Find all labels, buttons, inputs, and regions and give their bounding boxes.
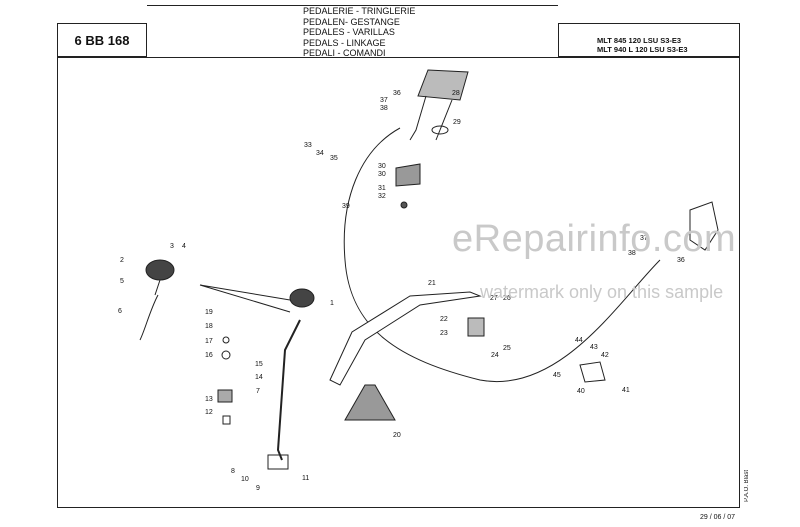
callout-4: 4: [182, 243, 186, 250]
model-block: MLT 845 120 LSU S3-E3 MLT 940 L 120 LSU …: [558, 23, 740, 57]
drawing-frame: [57, 57, 740, 508]
callout-21: 21: [428, 280, 436, 287]
watermark-note: watermark only on this sample: [480, 282, 724, 302]
callout-44: 44: [575, 337, 583, 344]
bracket-part: [689, 201, 719, 251]
callout-14: 14: [255, 374, 263, 381]
callout-22: 22: [440, 316, 448, 323]
model-1: MLT 845 120 LSU S3-E3: [597, 36, 682, 45]
callout-7: 7: [256, 388, 260, 395]
callout-45: 45: [553, 372, 561, 379]
callout-18: 18: [205, 323, 213, 330]
knob-part-2: [289, 288, 315, 308]
title-fr: PEDALERIE - TRINGLERIE: [303, 6, 416, 16]
callout-36: 36: [393, 90, 401, 97]
callout-26: 26: [503, 295, 511, 302]
callout-30b: 30: [378, 171, 386, 178]
callout-29: 29: [453, 119, 461, 126]
callout-13: 13: [205, 396, 213, 403]
title-es: PEDALES - VARILLAS: [303, 27, 395, 37]
pedal-part: [409, 69, 469, 141]
callout-28: 28: [452, 90, 460, 97]
linkage-rod: [329, 291, 482, 386]
title-en: PEDALS - LINKAGE: [303, 37, 386, 48]
callout-42: 42: [601, 352, 609, 359]
callout-30: 30: [378, 163, 386, 170]
callout-35: 35: [330, 155, 338, 162]
callout-32: 32: [378, 193, 386, 200]
knob-part: [145, 259, 175, 281]
callout-23: 23: [440, 330, 448, 337]
callout-24: 24: [491, 352, 499, 359]
small-parts-column: [217, 336, 289, 470]
clip-part: [579, 361, 606, 383]
rubber-boot: [344, 384, 396, 421]
title-it: PEDALI - COMANDI: [303, 48, 386, 58]
page-code: 6 BB 168: [57, 23, 147, 57]
callout-10: 10: [241, 476, 249, 483]
callout-19: 19: [205, 309, 213, 316]
callout-27: 27: [490, 295, 498, 302]
callout-9: 9: [256, 485, 260, 492]
callout-33: 33: [304, 142, 312, 149]
callout-11: 11: [302, 475, 309, 482]
callout-6: 6: [118, 308, 122, 315]
callout-8: 8: [231, 468, 235, 475]
accelerator-cable: [343, 127, 661, 383]
callout-1: 1: [330, 300, 334, 307]
footer-date: 29 / 06 / 07: [700, 514, 736, 521]
callout-36b: 36: [677, 257, 685, 264]
callout-31: 31: [378, 185, 386, 192]
callout-2: 2: [120, 257, 124, 264]
callout-25: 25: [503, 345, 511, 352]
callout-34: 34: [316, 150, 324, 157]
callout-38: 38: [380, 105, 388, 112]
callout-12: 12: [205, 409, 213, 416]
callout-40: 40: [577, 388, 585, 395]
callout-15: 15: [255, 361, 263, 368]
callout-37: 37: [380, 97, 388, 104]
watermark-site: eRepairinfo.com: [452, 218, 737, 260]
side-note: P.A.O. Blast: [744, 470, 750, 502]
gear-lever: [276, 319, 301, 461]
callout-41: 41: [622, 387, 630, 394]
callout-43: 43: [590, 344, 598, 351]
callout-17: 17: [205, 338, 213, 345]
callout-38b: 38: [628, 250, 636, 257]
callout-37b: 37: [640, 235, 648, 242]
callout-5: 5: [120, 278, 124, 285]
model-2: MLT 940 L 120 LSU S3-E3: [597, 45, 688, 54]
pivot-block: [395, 163, 421, 209]
callout-39: 39: [342, 203, 350, 210]
title-de: PEDALEN- GESTANGE: [303, 16, 400, 27]
callout-labels: 1 2 3 4 5 6 7 8 9 10 11 12 13 14 15 16 1…: [118, 90, 685, 492]
callout-3: 3: [170, 243, 174, 250]
clamp-block: [467, 317, 485, 337]
callout-16: 16: [205, 352, 213, 359]
title-block: PEDALERIE - TRINGLERIE PEDALEN- GESTANGE…: [147, 5, 558, 58]
callout-20: 20: [393, 432, 401, 439]
